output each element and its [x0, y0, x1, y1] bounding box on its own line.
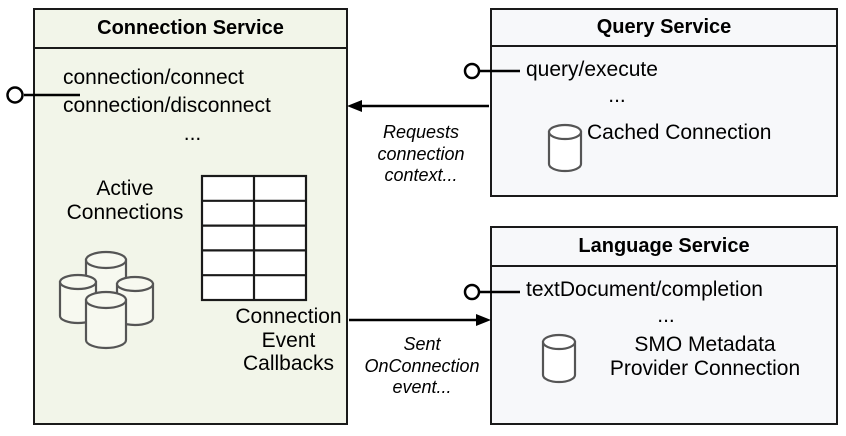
smo-metadata-provider-connection-label: SMO Metadata Provider Connection [609, 333, 801, 380]
component-connection-service[interactable]: Connection Service connection/connect co… [33, 8, 348, 425]
arrow-query-to-connection[interactable] [347, 100, 489, 112]
connection-service-body: connection/connect connection/disconnect… [35, 49, 346, 423]
language-service-api-more: ... [657, 304, 675, 327]
active-connections-label: Active Connections [66, 177, 184, 224]
language-service-body: textDocument/completion ... SMO Metadata… [492, 267, 836, 423]
connection-event-callbacks-label: Connection Event Callbacks [235, 305, 342, 376]
query-service-body: query/execute ... Cached Connection [492, 47, 836, 195]
component-language-service[interactable]: Language Service textDocument/completion… [490, 226, 838, 425]
connection-service-interface-port[interactable] [6, 86, 81, 104]
arrow-connection-to-language[interactable] [349, 314, 491, 326]
language-service-api-completion[interactable]: textDocument/completion [526, 278, 763, 301]
component-query-service[interactable]: Query Service query/execute ... Cached C… [490, 8, 838, 197]
edge-label-sent-onconnection-event: Sent OnConnection event... [364, 334, 480, 398]
language-service-title: Language Service [492, 228, 836, 267]
connection-service-api-more: ... [183, 122, 202, 145]
query-service-interface-port[interactable] [463, 62, 520, 80]
connection-service-api-connect[interactable]: connection/connect [63, 66, 244, 89]
query-service-api-more: ... [608, 84, 626, 107]
connection-service-title: Connection Service [35, 10, 346, 49]
query-service-title: Query Service [492, 10, 836, 47]
query-service-api-execute[interactable]: query/execute [526, 58, 658, 81]
cached-connection-label: Cached Connection [587, 121, 772, 144]
language-service-interface-port[interactable] [463, 283, 520, 301]
connection-service-api-disconnect[interactable]: connection/disconnect [63, 94, 271, 117]
edge-label-requests-connection-context: Requests connection context... [377, 122, 465, 186]
